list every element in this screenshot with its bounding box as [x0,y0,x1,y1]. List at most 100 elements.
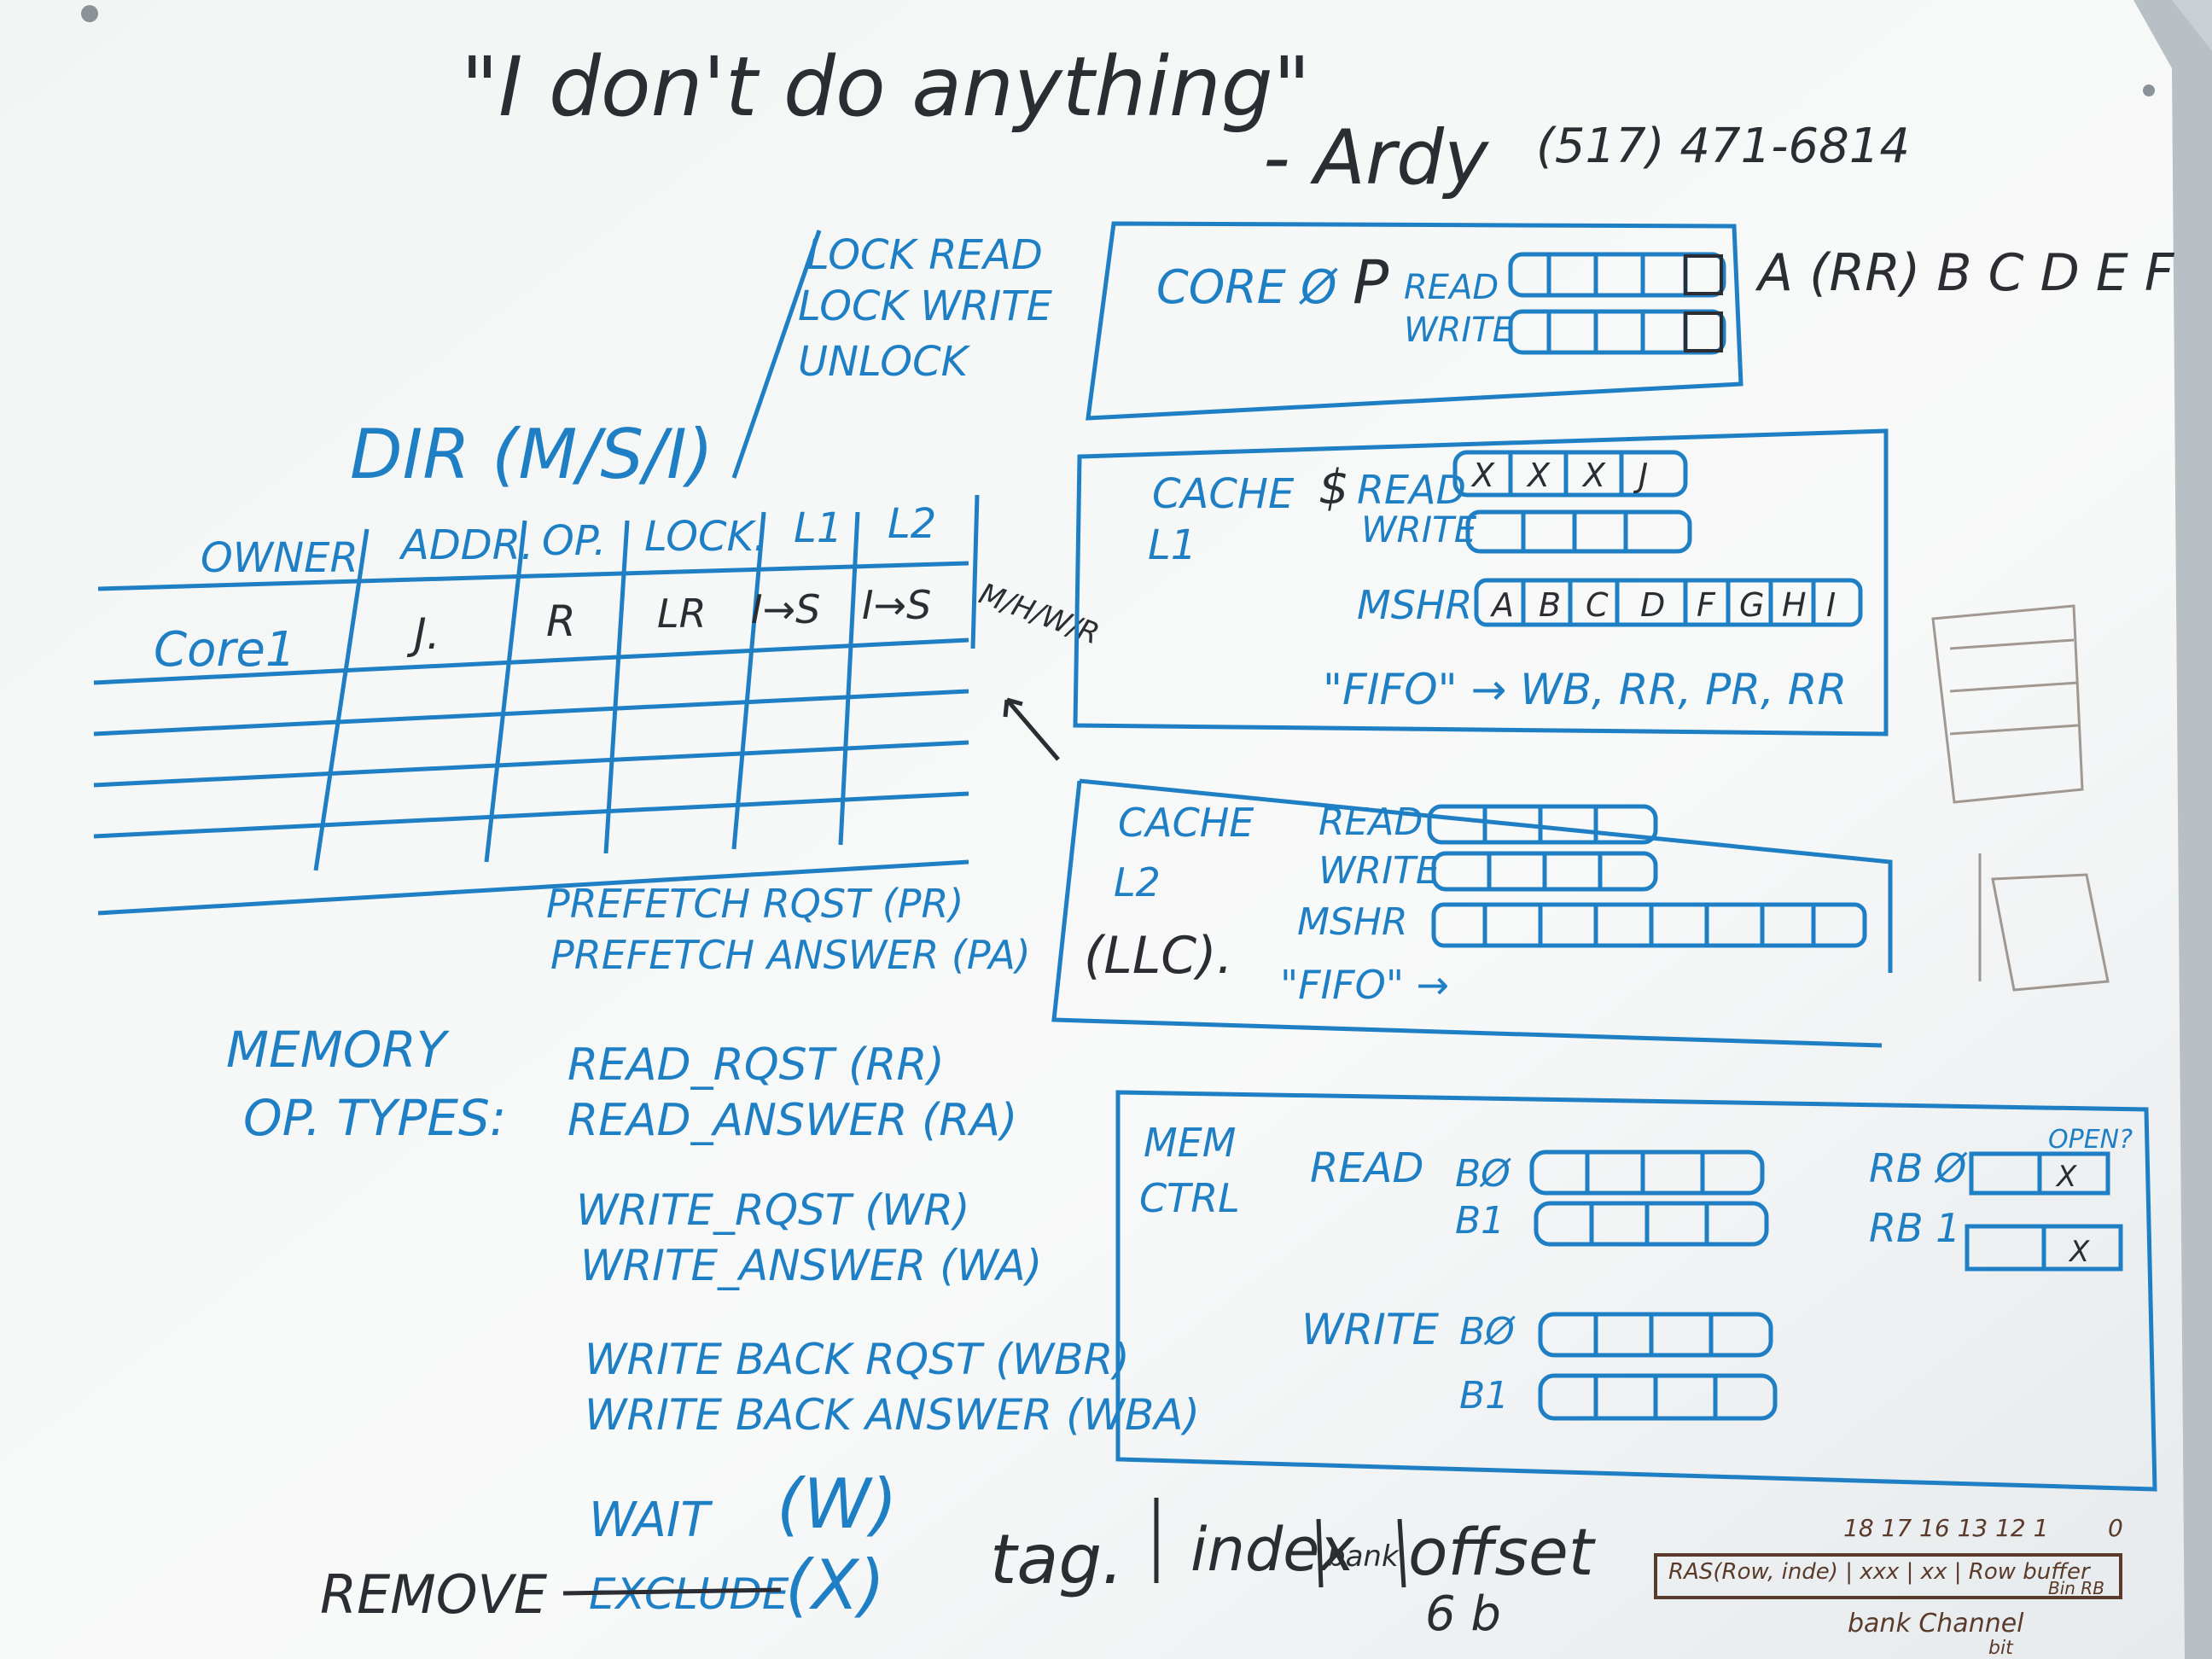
core0-read-queue [1508,252,1726,298]
cache-l2-mshr-queue [1431,902,1867,948]
col-owner: OWNER [201,534,358,582]
cache-l2-read-label: READ [1318,800,1423,844]
cache-l1-mshr-queue: A B C D F G H I [1474,578,1863,627]
addr-bin-rb: Bin RB [2048,1578,2104,1598]
dir-table-row: Core1 J. R LR I→S I→S [154,582,931,678]
addr-bits: 6 b [1425,1586,1501,1642]
op-read-answer: READ_ANSWER (RA) [568,1095,1017,1146]
addr-fields-mid: RAS(Row, inde) | xxx | xx | Row buffer [1668,1559,2092,1585]
core0-p: P [1353,247,1389,317]
dir-op-unlock: UNLOCK [798,338,971,386]
rb1-x: X [2068,1235,2090,1269]
mem-ctrl-write-b0: BØ [1459,1310,1516,1353]
cell-lock: LR [657,591,707,637]
cache-l1-dollar: $ [1318,460,1349,515]
mem-ctrl-label2: CTRL [1139,1175,1240,1221]
addr-tag: tag. [990,1520,1124,1599]
cache-l1-write-label: WRITE [1361,509,1477,550]
mem-ctrl-read-queues [1529,1150,1769,1247]
cache-l2-label1: CACHE [1118,800,1254,846]
op-write-back-rqst: WRITE BACK RQST (WBR) [585,1335,1130,1384]
op-wait: WAIT [589,1493,713,1548]
cache-l1-label2: L1 [1148,521,1196,569]
l1-mshr-cell: D [1640,586,1665,624]
ghost-sketch [1931,604,2110,992]
cache-l1-label1: CACHE [1152,470,1295,518]
op-write-answer: WRITE_ANSWER (WA) [580,1241,1042,1290]
col-l1: L1 [794,504,842,552]
addr-index: index [1190,1515,1355,1585]
cache-l2-label3: (LLC). [1084,926,1233,986]
cell-l1: I→S [751,586,820,632]
mem-ctrl-write-label: WRITE [1301,1305,1439,1354]
addr-fields-top: 18 17 16 13 12 1 [1843,1514,2048,1542]
mem-ctrl-row-buffers [1965,1151,2123,1272]
l1-mshr-cell: B [1539,586,1561,624]
phone-number: (517) 471-6814 [1536,119,1910,174]
l1-mshr-cell: F [1697,586,1716,624]
core0-box [1086,221,1743,421]
mem-ctrl-write-queues [1538,1312,1778,1421]
arrow-icon [1003,697,1060,761]
l1-read-cell: X [1470,457,1495,494]
core0-read-slot [1684,254,1723,295]
op-write-back-answer: WRITE BACK ANSWER (WBA) [585,1390,1200,1440]
dir-title: DIR (M/S/I) [350,415,713,494]
quote-text: "I don't do anything" [461,39,1311,135]
core0-read-label: READ [1404,268,1499,307]
dir-table-grid [93,494,980,916]
prefetch-rqst: PREFETCH RQST (PR) [546,881,963,927]
dir-op-lock-read: LOCK READ [806,231,1043,279]
mem-ctrl-read-b0: BØ [1455,1152,1511,1196]
dir-op-lock-write: LOCK WRITE [798,282,1053,330]
prefetch-answer: PREFETCH ANSWER (PA) [550,932,1031,978]
cache-l2-write-label: WRITE [1318,849,1440,893]
op-read-rqst: READ_RQST (RR) [568,1039,945,1091]
memory-label: MEMORY [226,1021,451,1079]
quote-attribution: - Ardy [1263,114,1490,201]
cache-l2-write-queue [1431,851,1658,892]
col-addr: ADDR. [399,521,533,569]
mem-ctrl-label1: MEM [1144,1120,1236,1166]
cache-l2-box [1051,778,1893,1048]
addr-divider [1397,1518,1406,1588]
cache-l1-read-label: READ [1357,467,1466,513]
addr-fields-box [1654,1553,2122,1599]
op-wait-code: (W) [777,1464,898,1544]
addr-offset: offset [1408,1514,1597,1590]
dir-divider [731,230,822,479]
rb0-x: X [2055,1160,2077,1194]
cell-op: R [546,597,576,646]
col-op: OP. [542,517,606,565]
cache-l1-mshr-label: MSHR [1357,582,1472,628]
l1-read-cell: X [1526,457,1551,494]
l1-mshr-cell: H [1782,586,1807,624]
mem-ctrl-rb1-label: RB 1 [1869,1205,1960,1251]
board-screw-icon [2143,84,2155,96]
cell-l2: I→S [862,582,931,628]
addr-fields-sub2: bit [1988,1638,2014,1659]
cache-l1-fifo: "FIFO" → WB, RR, PR, RR [1323,665,1847,714]
core0-write-slot [1684,311,1723,352]
board-screw-icon [81,5,98,22]
op-write-rqst: WRITE_RQST (WR) [576,1185,970,1235]
addr-fields-sub: bank Channel [1848,1609,2024,1639]
core0-write-queue [1508,309,1726,355]
l1-mshr-cell: I [1826,586,1836,624]
mem-ctrl-write-b1: B1 [1459,1374,1509,1417]
cell-owner: Core1 [154,622,295,678]
strike-line [562,1587,782,1596]
l1-mshr-cell: C [1586,586,1609,624]
l1-read-cell: X [1581,457,1606,494]
mem-ctrl-read-b1: B1 [1455,1199,1505,1243]
cache-l1-write-queue [1465,509,1692,554]
dir-table-header: OWNER ADDR. OP. LOCK. L1 L2 [201,500,936,582]
l1-mshr-cell: G [1739,586,1764,624]
mem-ctrl-rb0-label: RB Ø [1869,1145,1968,1191]
board-frame-right [2133,0,2212,1659]
col-l2: L2 [888,500,936,548]
addr-divider [1316,1518,1324,1588]
mem-ctrl-box [1115,1090,2157,1492]
addr-bank: bank [1327,1540,1400,1574]
